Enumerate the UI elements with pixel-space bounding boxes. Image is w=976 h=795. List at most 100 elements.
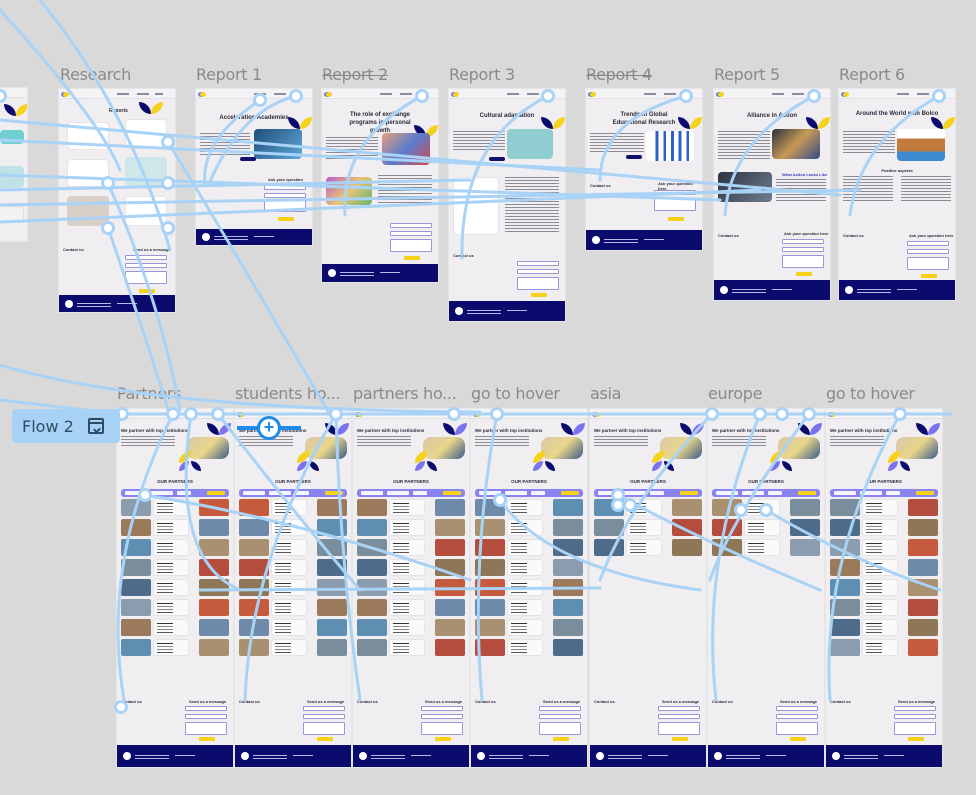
frame-label-report-4[interactable]: Report 4 [586, 65, 652, 84]
email-field[interactable] [390, 231, 432, 236]
connection-node[interactable] [166, 407, 180, 421]
submit-button[interactable] [139, 289, 155, 293]
submit-button[interactable] [921, 274, 937, 278]
connection-node[interactable] [705, 407, 719, 421]
partner-photo[interactable] [553, 519, 583, 536]
partner-photo[interactable] [672, 539, 702, 556]
connection-node[interactable] [101, 221, 115, 235]
partner-card[interactable] [507, 619, 543, 636]
frame-report-2[interactable]: The role of exchange programs in persona… [322, 89, 438, 282]
partner-photo[interactable] [121, 519, 151, 536]
partner-card[interactable] [271, 499, 307, 516]
connection-node[interactable] [490, 407, 504, 421]
partner-photo[interactable] [317, 539, 347, 556]
cta-button[interactable] [240, 157, 256, 161]
partner-photo[interactable] [553, 619, 583, 636]
search-button[interactable] [680, 491, 698, 495]
partner-card[interactable] [626, 519, 662, 536]
partner-photo[interactable] [475, 539, 505, 556]
partner-photo[interactable] [317, 619, 347, 636]
search-button[interactable] [798, 491, 816, 495]
frame-partners-3[interactable]: We partner with top institutions OUR PAR… [353, 409, 469, 767]
partner-photo[interactable] [435, 519, 465, 536]
submit-button[interactable] [278, 217, 294, 221]
partner-card[interactable] [507, 519, 543, 536]
message-field[interactable] [782, 255, 824, 268]
region-select[interactable] [716, 491, 738, 495]
partner-card[interactable] [744, 519, 780, 536]
partner-card[interactable] [271, 519, 307, 536]
partner-card[interactable] [153, 519, 189, 536]
message-field[interactable] [894, 722, 936, 735]
partner-photo[interactable] [908, 579, 938, 596]
partner-photo[interactable] [908, 619, 938, 636]
partner-photo[interactable] [121, 559, 151, 576]
submit-button[interactable] [531, 293, 547, 297]
connection-node[interactable] [759, 503, 773, 517]
partner-photo[interactable] [594, 519, 624, 536]
email-field[interactable] [517, 269, 559, 274]
partner-photo[interactable] [553, 499, 583, 516]
partner-card[interactable] [862, 519, 898, 536]
frame-label-report-2[interactable]: Report 2 [322, 65, 388, 84]
submit-button[interactable] [796, 272, 812, 276]
frame-label-partners-hover[interactable]: partners ho... [353, 384, 457, 403]
connection-node[interactable] [541, 89, 555, 103]
email-field[interactable] [776, 714, 818, 719]
partner-photo[interactable] [239, 499, 269, 516]
search-button[interactable] [561, 491, 579, 495]
partner-photo[interactable] [435, 639, 465, 656]
type-select[interactable] [886, 491, 900, 495]
frame-report-5[interactable]: Alliance in Action What Action Looks Lik… [714, 89, 830, 300]
partner-photo[interactable] [317, 519, 347, 536]
search-button[interactable] [916, 491, 934, 495]
connection-node[interactable] [138, 488, 152, 502]
partner-photo[interactable] [199, 639, 229, 656]
frame-report-6[interactable]: Around the World with Bolco Positive asp… [839, 89, 955, 300]
connection-node[interactable] [253, 93, 267, 107]
partner-photo[interactable] [435, 579, 465, 596]
partner-card[interactable] [862, 539, 898, 556]
partner-photo[interactable] [672, 519, 702, 536]
frame-partners-2[interactable]: We partner with top institutions OUR PAR… [235, 409, 351, 767]
partner-photo[interactable] [553, 579, 583, 596]
partner-photo[interactable] [121, 599, 151, 616]
frame-report-1[interactable]: Acceleration Academies Ask your question… [196, 89, 312, 245]
email-field[interactable] [125, 263, 167, 268]
search-button[interactable] [207, 491, 225, 495]
name-field[interactable] [776, 706, 818, 711]
name-field[interactable] [125, 255, 167, 260]
partner-card[interactable] [389, 559, 425, 576]
partner-photo[interactable] [908, 599, 938, 616]
frame-report-4[interactable]: Trends in Global Educational Research Co… [586, 89, 702, 250]
country-select[interactable] [151, 491, 173, 495]
partner-photo[interactable] [475, 519, 505, 536]
partner-card[interactable] [389, 639, 425, 656]
country-select[interactable] [860, 491, 882, 495]
email-field[interactable] [303, 714, 345, 719]
type-select[interactable] [531, 491, 545, 495]
name-field[interactable] [264, 185, 306, 190]
frame-label-report-3[interactable]: Report 3 [449, 65, 515, 84]
partner-photo[interactable] [317, 639, 347, 656]
partner-photo[interactable] [317, 579, 347, 596]
partner-photo[interactable] [830, 599, 860, 616]
partner-photo[interactable] [357, 639, 387, 656]
partner-card[interactable] [744, 539, 780, 556]
partner-card[interactable] [507, 579, 543, 596]
partner-photo[interactable] [790, 519, 820, 536]
frame-label-students-hover[interactable]: students ho... [235, 384, 341, 403]
search-button[interactable] [443, 491, 461, 495]
partner-card[interactable] [153, 559, 189, 576]
frame-label-research[interactable]: Research [60, 65, 131, 84]
partner-photo[interactable] [790, 499, 820, 516]
message-field[interactable] [390, 239, 432, 252]
partner-card[interactable] [389, 499, 425, 516]
partner-photo[interactable] [435, 599, 465, 616]
partner-card[interactable] [153, 579, 189, 596]
partner-photo[interactable] [357, 619, 387, 636]
connection-node[interactable] [775, 407, 789, 421]
partner-photo[interactable] [199, 599, 229, 616]
report-card-acceleration[interactable] [67, 122, 109, 150]
partner-card[interactable] [389, 539, 425, 556]
